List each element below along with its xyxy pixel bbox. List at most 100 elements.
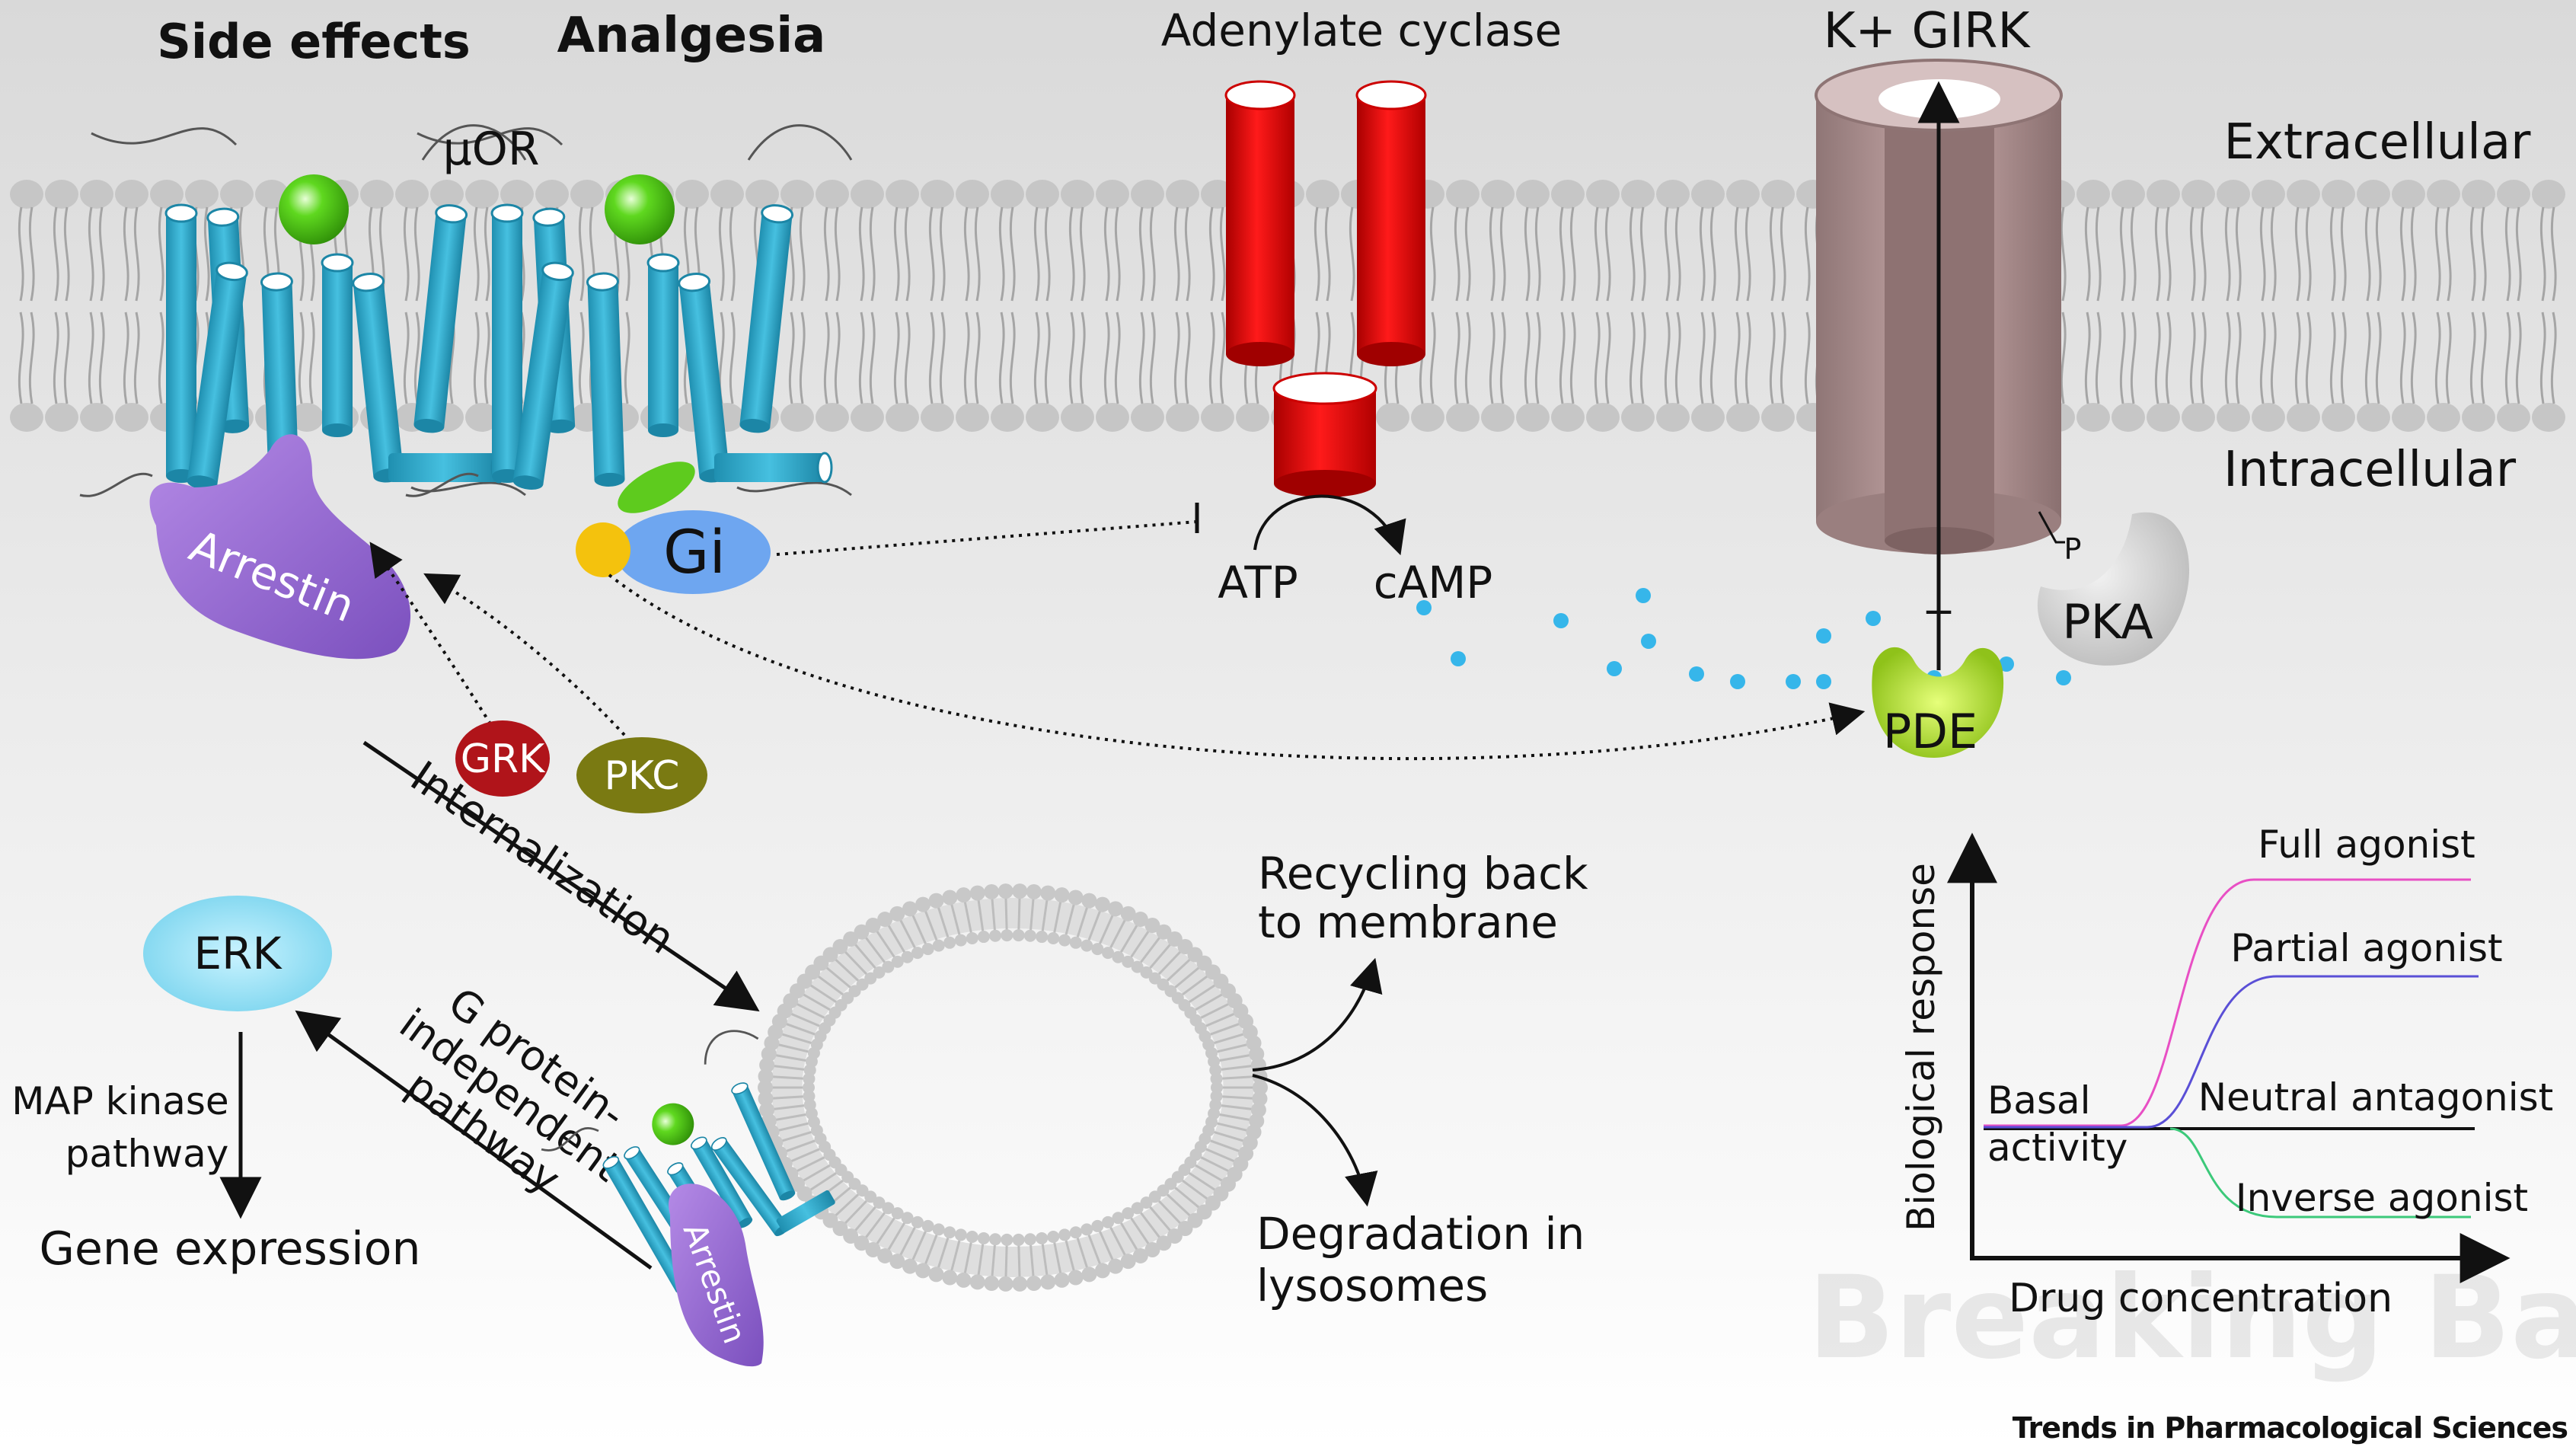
phosphorylation-line xyxy=(2038,511,2065,544)
lipid xyxy=(2497,180,2530,432)
grk-kinase: GRK xyxy=(455,720,550,797)
opioid-ligand xyxy=(279,174,349,244)
transmembrane-helix xyxy=(187,261,248,490)
gi-to-pde-arrow xyxy=(608,573,1866,761)
lipid xyxy=(2287,180,2320,432)
lipid xyxy=(851,180,884,432)
graph-xlabel: Drug concentration xyxy=(2009,1276,2392,1321)
neutral-antagonist-label: Neutral antagonist xyxy=(2198,1075,2554,1120)
opioid-ligand xyxy=(605,174,675,244)
arrestin-protein: Arrestin xyxy=(149,434,411,660)
gi-protein: Gi xyxy=(576,462,771,594)
phosphate-label: P xyxy=(2064,532,2082,566)
lipid xyxy=(2392,180,2425,432)
watermark: Breaking Bad xyxy=(1808,1252,2576,1385)
pde-enzyme: PDE xyxy=(1872,647,2004,759)
transmembrane-helix xyxy=(739,204,794,433)
lipid xyxy=(115,180,148,432)
mu-opioid-receptor-label: μOR xyxy=(442,123,539,176)
lipid xyxy=(1481,180,1515,432)
dose-response-graph: Biological response Drug concentration B… xyxy=(1899,823,2553,1321)
transmembrane-helix xyxy=(646,253,680,437)
transmembrane-helix xyxy=(690,1136,753,1228)
recycling-arrow xyxy=(1252,957,1383,1072)
basal-line-2: activity xyxy=(1987,1126,2128,1170)
lipid xyxy=(2217,180,2250,432)
transmembrane-helix xyxy=(164,203,198,483)
camp-molecule xyxy=(1451,651,1466,666)
transmembrane-helix xyxy=(321,253,354,437)
lipid xyxy=(2532,180,2565,432)
degradation-line-1: Degradation in xyxy=(1256,1208,1585,1260)
camp-molecule xyxy=(1730,674,1745,689)
lipid xyxy=(816,180,849,432)
transmembrane-helix xyxy=(586,272,625,487)
camp-molecule xyxy=(1636,588,1651,603)
lipid xyxy=(1691,180,1725,432)
degradation-arrow xyxy=(1252,1074,1378,1207)
lipid xyxy=(2357,180,2390,432)
lipid xyxy=(780,180,814,432)
lipid xyxy=(2462,180,2495,432)
lipid xyxy=(1761,180,1795,432)
lipid xyxy=(1551,180,1585,432)
intracellular-label: Intracellular xyxy=(2223,442,2517,498)
adenylate-cyclase-heading: Adenylate cyclase xyxy=(1161,5,1562,56)
grk-label: GRK xyxy=(461,736,546,782)
full-agonist-label: Full agonist xyxy=(2258,823,2475,867)
transmembrane-helix xyxy=(490,203,524,483)
camp-molecule xyxy=(1416,600,1432,615)
internalization-arrow xyxy=(362,740,760,1012)
internalized-arrestin: Arrestin xyxy=(669,1183,764,1367)
partial-agonist-curve xyxy=(1984,975,2479,1129)
opioid-ligand xyxy=(652,1103,694,1145)
lipid xyxy=(886,180,919,432)
mu-opioid-receptor-side-effects xyxy=(79,124,527,497)
lipid xyxy=(2427,180,2460,432)
gene-expression-label: Gene expression xyxy=(39,1222,420,1276)
lipid xyxy=(2252,180,2285,432)
camp-molecule xyxy=(1607,661,1622,676)
degradation-line-2: lysosomes xyxy=(1256,1260,1488,1311)
lipid xyxy=(1621,180,1655,432)
transmembrane-helix xyxy=(512,261,574,490)
activation-plus: + xyxy=(1922,589,1955,634)
camp-molecule xyxy=(1553,613,1569,628)
side-effects-heading: Side effects xyxy=(157,14,471,69)
inverse-agonist-curve xyxy=(2169,1127,2471,1219)
lipid xyxy=(2182,180,2215,432)
pkc-to-receptor-arrow xyxy=(423,573,626,736)
camp-molecule xyxy=(2056,670,2071,685)
map-kinase-line-1: MAP kinase xyxy=(11,1079,228,1123)
lipid xyxy=(1026,180,1059,432)
pkc-kinase: PKC xyxy=(576,737,707,813)
pde-label: PDE xyxy=(1883,704,1977,759)
transmembrane-helix xyxy=(413,204,468,433)
g-protein-independent-arrow xyxy=(295,1010,653,1270)
pka-kinase: PKA xyxy=(2037,512,2190,666)
pkc-label: PKC xyxy=(605,753,680,799)
journal-credit: Trends in Pharmacological Sciences xyxy=(2013,1411,2568,1445)
camp-molecule xyxy=(1999,656,2014,672)
lipid xyxy=(1726,180,1760,432)
pka-label: PKA xyxy=(2062,594,2153,650)
lipid xyxy=(2076,180,2110,432)
atp-to-camp-arrow xyxy=(1253,494,1406,556)
partial-agonist-label: Partial agonist xyxy=(2230,926,2502,970)
camp-molecule xyxy=(1786,674,1801,689)
camp-label: cAMP xyxy=(1374,557,1493,609)
lipid xyxy=(80,180,113,432)
lipid xyxy=(1131,180,1164,432)
lipid xyxy=(1166,180,1199,432)
erk-kinase: ERK xyxy=(143,896,332,1011)
gi-label: Gi xyxy=(663,519,726,587)
k-girk-heading: K+ GIRK xyxy=(1824,3,2032,59)
camp-molecule xyxy=(1641,634,1656,649)
lipid xyxy=(1096,180,1129,432)
adenylate-cyclase xyxy=(1224,80,1427,497)
map-kinase-line-2: pathway xyxy=(65,1132,229,1176)
lipid xyxy=(2112,180,2145,432)
gi-inhibits-cyclase-line xyxy=(776,520,1198,556)
mu-opioid-receptor-analgesia xyxy=(405,124,853,497)
